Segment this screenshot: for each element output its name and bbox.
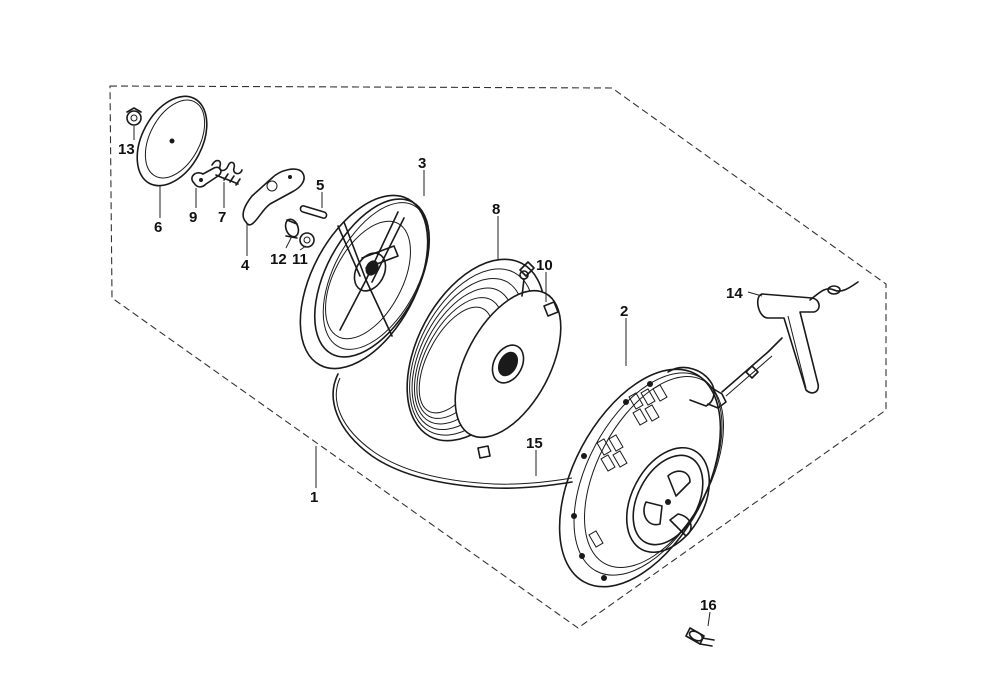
part-8-recoil-spring bbox=[406, 258, 562, 459]
part-7-coil-spring bbox=[211, 159, 243, 186]
callout-1: 1 bbox=[310, 489, 318, 506]
callout-14: 14 bbox=[726, 285, 743, 302]
callout-9: 9 bbox=[189, 209, 197, 226]
part-15-starter-rope bbox=[332, 373, 573, 489]
part-5-pin bbox=[299, 205, 328, 219]
part-10-hook bbox=[519, 270, 529, 297]
callout-12: 12 bbox=[270, 251, 287, 268]
callout-13: 13 bbox=[118, 141, 135, 158]
callout-4: 4 bbox=[241, 257, 250, 274]
callout-7: 7 bbox=[218, 209, 226, 226]
callout-15: 15 bbox=[526, 435, 543, 452]
part-16-bolt bbox=[685, 627, 715, 647]
callout-5: 5 bbox=[316, 177, 324, 194]
callout-6: 6 bbox=[154, 219, 162, 236]
callout-2: 2 bbox=[620, 303, 628, 320]
callout-3: 3 bbox=[418, 155, 426, 172]
leader-lines bbox=[133, 126, 763, 627]
callout-8: 8 bbox=[492, 201, 500, 218]
part-11-washer bbox=[299, 232, 315, 248]
callout-16: 16 bbox=[700, 597, 717, 614]
part-4-ratchet-pawl bbox=[242, 168, 305, 226]
callout-10: 10 bbox=[536, 257, 553, 274]
part-6-plate bbox=[136, 95, 208, 187]
part-14-starter-grip bbox=[721, 281, 859, 397]
part-9-spring-clip bbox=[191, 166, 222, 188]
callout-labels: 1 2 3 4 5 6 7 8 9 10 11 12 13 14 15 16 bbox=[118, 141, 743, 614]
callout-11: 11 bbox=[292, 251, 308, 268]
part-13-nut bbox=[126, 107, 142, 126]
part-12-collar bbox=[284, 218, 300, 239]
part-3-pulley bbox=[299, 194, 431, 370]
case-ribs bbox=[588, 384, 668, 548]
part-2-starter-case bbox=[558, 366, 727, 588]
